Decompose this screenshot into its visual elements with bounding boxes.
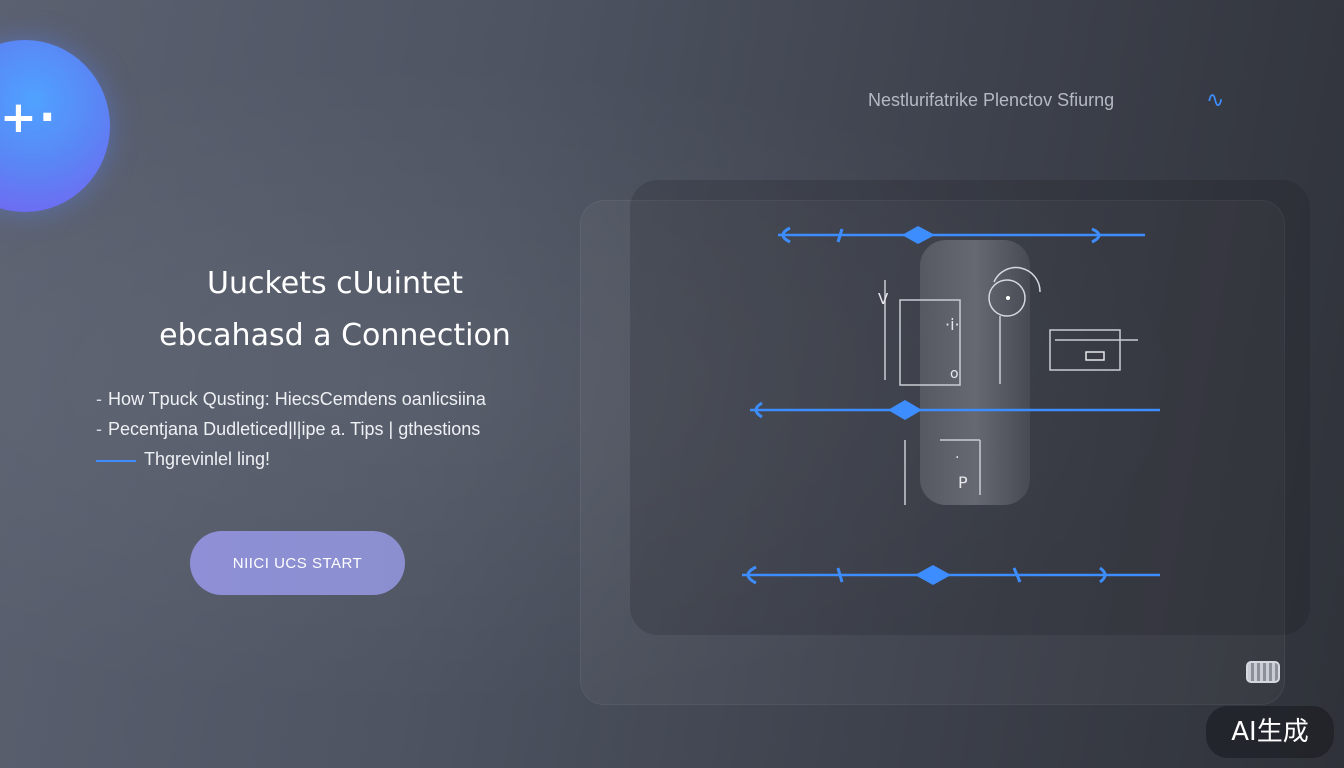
side-module (1049, 329, 1121, 371)
list-item: -How Tpuck Qusting: HiecsCemdens oanlics… (96, 384, 486, 414)
top-nav-label[interactable]: Nestlurifatrike Plenctov Sfiurng (868, 90, 1115, 110)
svg-text:V: V (878, 290, 889, 308)
list-item: -Pecentjana Dudleticed|l|ipe a. Tips | g… (96, 414, 486, 444)
logo-glyph: +· (0, 92, 58, 143)
headline-line-2: ebcahasd a Connection (159, 318, 511, 353)
svg-text:o: o (950, 366, 959, 382)
start-button[interactable]: NIICI UCS START (190, 531, 405, 595)
svg-text:·: · (955, 450, 959, 466)
connection-node-2 (888, 400, 922, 420)
wave-icon[interactable]: ∿ (1206, 88, 1225, 113)
gauge-circle (988, 279, 1026, 317)
bullet-text: How Tpuck Qusting: HiecsCemdens oanlicsi… (108, 389, 486, 409)
device-bracket-left (899, 299, 961, 386)
bullet-mark: - (96, 419, 102, 439)
headline-line-1: Uuckets cUuintet (207, 266, 463, 301)
connection-illustration: ·i· o · P V (742, 226, 1160, 585)
ai-generated-badge: AI生成 (1206, 706, 1334, 758)
bullet-text: Pecentjana Dudleticed|l|ipe a. Tips | gt… (108, 419, 481, 439)
svg-text:·i·: ·i· (945, 315, 960, 334)
hero-headline: Uuckets cUuintet ebcahasd a Connection (100, 258, 570, 362)
connection-node-1 (902, 226, 935, 244)
feature-list: -How Tpuck Qusting: HiecsCemdens oanlics… (96, 384, 486, 474)
battery-icon (1246, 661, 1280, 683)
accent-line (96, 460, 136, 462)
bullet-mark: - (96, 389, 102, 409)
connection-node-3 (915, 565, 951, 585)
bullet-text: Thgrevinlel ling! (144, 449, 271, 469)
svg-text:P: P (958, 473, 968, 492)
list-item: Thgrevinlel ling! (96, 444, 486, 474)
device-tower (920, 240, 1030, 505)
